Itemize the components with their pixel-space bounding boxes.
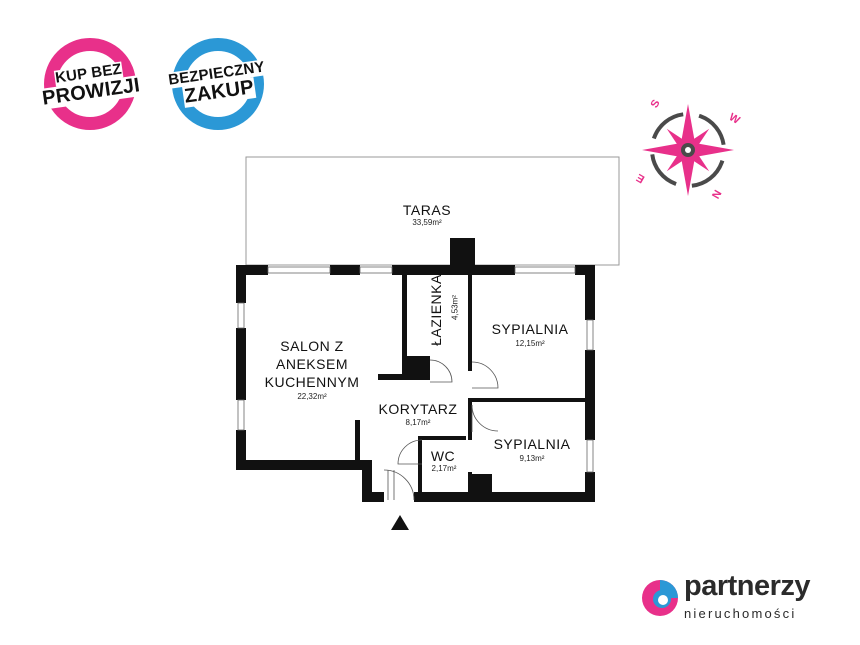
room-sypialnia2-area: 9,13m²	[519, 454, 545, 463]
walls	[236, 265, 595, 502]
room-wc-area: 2,17m²	[431, 464, 457, 473]
entrance-arrow-icon	[391, 515, 409, 530]
room-korytarz-name: KORYTARZ	[378, 401, 458, 417]
badge-kup-bez-prowizji: KUP BEZ PROWIZJI	[39, 38, 143, 130]
room-salon-name: SALON Z ANEKSEM KUCHENNYM	[264, 338, 360, 390]
room-lazienka-name: ŁAZIENKA	[428, 274, 444, 346]
logo-wordmark: partnerzy	[684, 570, 811, 602]
room-lazienka-area: 4,53m²	[450, 295, 460, 320]
room-salon-area: 22,32m²	[297, 392, 327, 401]
room-wc-name: WC	[430, 448, 456, 464]
badge-bezpieczny-zakup: BEZPIECZNY ZAKUP	[166, 38, 267, 130]
logo-subtitle: nieruchomości	[684, 606, 797, 621]
room-korytarz-area: 8,17m²	[405, 418, 431, 427]
compass-rose-icon	[642, 104, 734, 196]
partnerzy-logo-icon	[642, 580, 678, 616]
windows	[237, 266, 594, 473]
room-taras-area: 33,59m²	[412, 218, 442, 227]
partnerzy-logo: partnerzy nieruchomości	[640, 570, 840, 625]
room-sypialnia1-area: 12,15m²	[515, 339, 545, 348]
room-taras-name: TARAS	[402, 202, 452, 218]
room-sypialnia2-name: SYPIALNIA	[493, 436, 571, 452]
door-swings	[383, 359, 499, 501]
room-sypialnia1-name: SYPIALNIA	[491, 321, 569, 337]
